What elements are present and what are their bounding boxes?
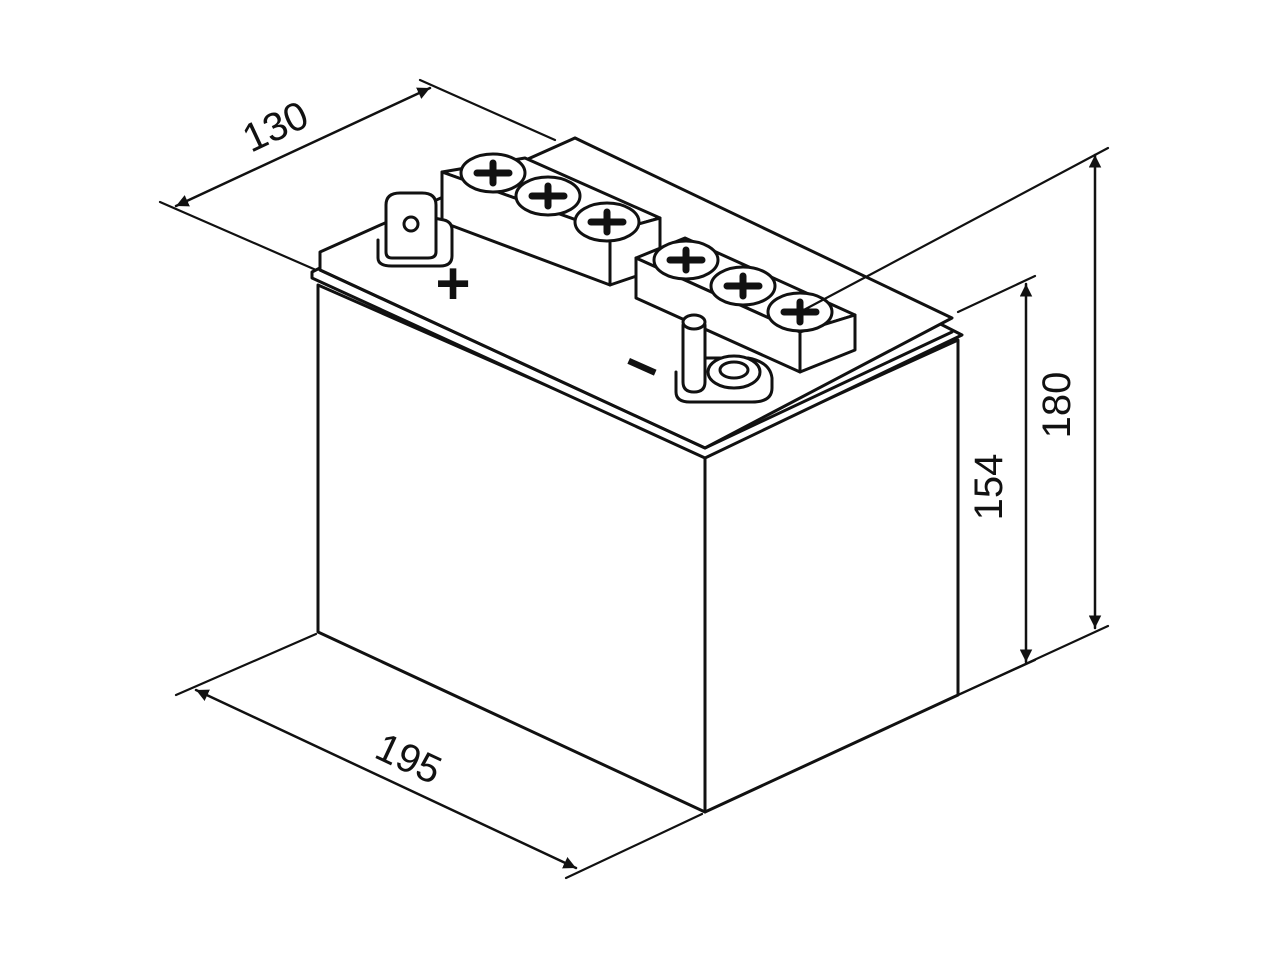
depth-arrow xyxy=(174,86,432,208)
vent-cap xyxy=(459,152,527,194)
negative-terminal xyxy=(674,313,774,404)
vent-cap xyxy=(652,239,720,281)
vent-cap-strip-right xyxy=(634,236,857,374)
height-body-label: 154 xyxy=(967,454,1011,521)
depth-label: 130 xyxy=(236,93,315,161)
battery-body xyxy=(316,283,960,814)
positive-symbol: + xyxy=(435,250,470,317)
length-label: 195 xyxy=(369,725,448,793)
length-arrow xyxy=(194,688,578,870)
vent-cap xyxy=(514,175,582,217)
height-total-label: 180 xyxy=(1035,372,1079,439)
dimension-arrows xyxy=(174,86,1102,870)
vent-cap xyxy=(573,201,641,243)
vent-cap xyxy=(709,265,777,307)
positive-terminal xyxy=(376,191,454,268)
dimension-guides xyxy=(158,78,1110,880)
